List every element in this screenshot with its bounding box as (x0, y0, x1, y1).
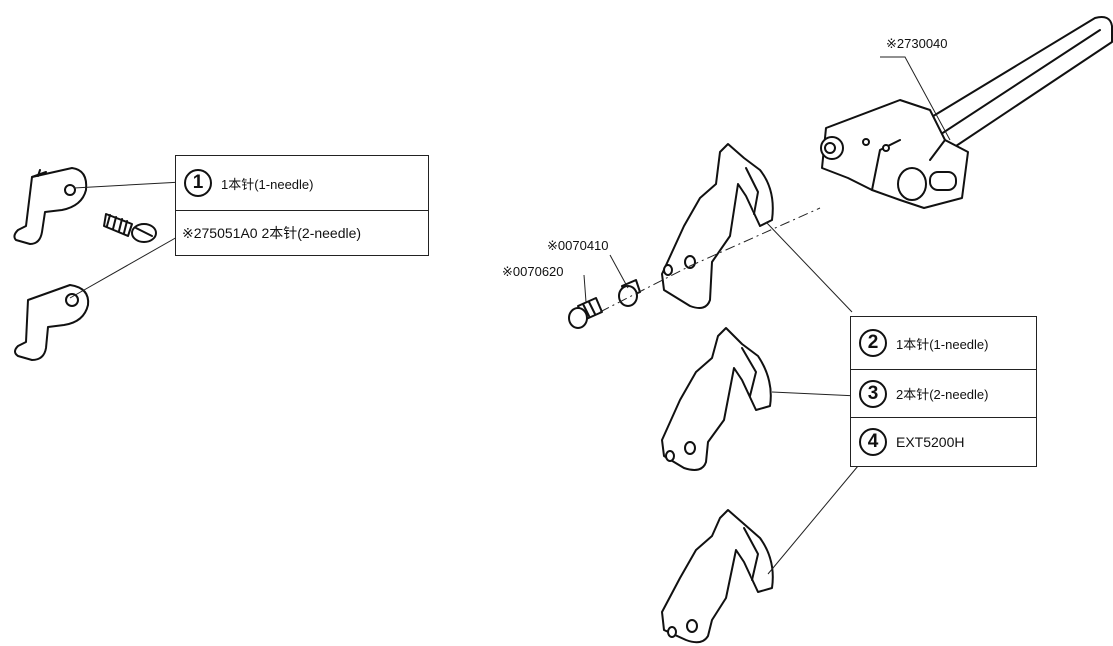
item-description: 1本针(1-needle) (221, 176, 314, 192)
bracket-middle (661, 327, 772, 471)
label-0070620: ※0070620 (502, 264, 564, 279)
leader-line-2 (765, 221, 853, 313)
item-description: EXT5200H (896, 434, 965, 450)
item-number-badge: 4 (859, 428, 887, 456)
leader-line-2730040 (880, 56, 951, 141)
left-table-row-1: 1 1本针(1-needle) (176, 156, 428, 210)
item-number-badge: 2 (859, 329, 887, 357)
left-bracket-upper (13, 167, 88, 245)
right-table-row-3: 3 2本针(2-needle) (851, 369, 1036, 417)
left-screw (103, 213, 157, 243)
left-parts-table: 1 1本针(1-needle) ※275051A0 2本针(2-needle) (175, 155, 429, 256)
bracket-lower (661, 509, 774, 644)
shaft-housing (820, 99, 969, 209)
leader-line-1 (73, 181, 183, 189)
item-description: 1本针(1-needle) (896, 336, 989, 352)
item-description: 2本针(2-needle) (896, 387, 989, 402)
item-number-badge: 1 (184, 169, 212, 197)
left-table-row-2: ※275051A0 2本针(2-needle) (176, 210, 428, 255)
left-bracket-lower (14, 284, 90, 361)
item-number-badge: 3 (859, 379, 887, 408)
right-table-row-4: 4 EXT5200H (851, 417, 1036, 466)
leader-line-3 (771, 391, 859, 397)
right-parts-table: 2 1本针(1-needle) 3 2本针(2-needle) 4 EXT520… (850, 316, 1037, 467)
right-table-row-2: 2 1本针(1-needle) (851, 317, 1036, 369)
leader-line-4 (767, 465, 859, 575)
bracket-upper (661, 143, 774, 309)
leader-line-0070410 (609, 254, 629, 289)
assembly-axis-line (599, 207, 821, 313)
label-2730040: ※2730040 (886, 36, 948, 51)
leader-line-275051A0 (69, 231, 187, 299)
leader-line-0070620 (583, 274, 587, 303)
item-description: ※275051A0 2本针(2-needle) (182, 225, 362, 241)
shaft (929, 16, 1113, 151)
label-0070410: ※0070410 (547, 238, 609, 253)
screw-0070620 (568, 297, 603, 329)
